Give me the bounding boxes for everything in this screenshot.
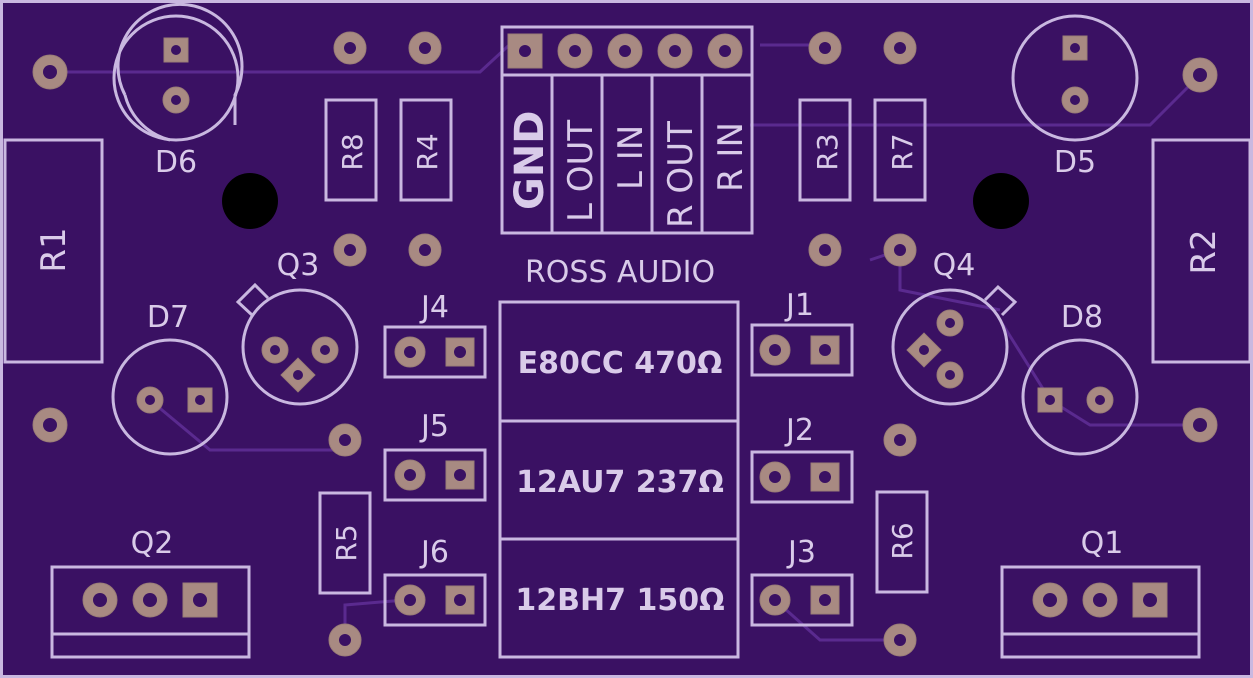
d7-label: D7 — [147, 300, 189, 335]
r8-r4-group: R8 R4 — [324, 31, 453, 267]
r5-resistor: R5 — [318, 423, 372, 657]
d5-label: D5 — [1054, 145, 1096, 180]
j1-jumper: J1 — [750, 288, 854, 377]
r4-label: R4 — [411, 133, 444, 170]
pin-gnd-label: GND — [507, 110, 553, 210]
r3-label: R3 — [811, 133, 844, 170]
d6-diode: D6 — [112, 2, 244, 180]
r2-label: R2 — [1184, 229, 1224, 274]
j6-label: J6 — [419, 535, 449, 570]
tube-row-1: E80CC 470Ω — [518, 346, 723, 381]
pin-rin-label: R IN — [711, 122, 751, 192]
q2-regulator: Q2 — [50, 526, 251, 659]
j4-jumper: J4 — [383, 290, 487, 379]
d7-diode: D7 — [111, 300, 229, 456]
r1-label: R1 — [34, 227, 74, 272]
r5-label: R5 — [330, 524, 363, 561]
j5-jumper: J5 — [383, 409, 487, 502]
mount-hole-left — [222, 173, 278, 229]
j6-jumper: J6 — [383, 535, 487, 627]
tube-row-3: 12BH7 150Ω — [515, 583, 724, 618]
pin-lout-label: L OUT — [561, 120, 601, 222]
q2-label: Q2 — [131, 526, 174, 561]
q4-label: Q4 — [933, 248, 976, 283]
d8-label: D8 — [1061, 300, 1103, 335]
pin-rout-label: R OUT — [661, 121, 701, 228]
d8-diode: D8 — [1021, 300, 1139, 456]
q1-regulator: Q1 — [1000, 526, 1201, 659]
r8-label: R8 — [336, 133, 369, 170]
brand-label: ROSS AUDIO — [525, 255, 715, 290]
d5-diode: D5 — [1011, 14, 1139, 180]
tube-row-2: 12AU7 237Ω — [516, 465, 724, 500]
q4-transistor: Q4 — [891, 248, 1018, 406]
j3-jumper: J3 — [750, 535, 854, 627]
j5-label: J5 — [419, 409, 449, 444]
io-connector: GND L OUT L IN R OUT R IN — [500, 25, 754, 235]
q3-transistor: Q3 — [235, 248, 359, 406]
r1-outline — [3, 138, 104, 364]
mount-hole-right — [973, 173, 1029, 229]
r6-resistor: R6 — [875, 423, 929, 657]
corner-pads — [32, 54, 1218, 443]
j1-label: J1 — [784, 288, 814, 323]
q3-label: Q3 — [277, 248, 320, 283]
j2-jumper: J2 — [750, 413, 854, 504]
r7-label: R7 — [886, 133, 919, 170]
j4-label: J4 — [419, 290, 449, 325]
j3-label: J3 — [786, 535, 816, 570]
r3-r7-group: R3 R7 — [798, 31, 927, 267]
tube-table: E80CC 470Ω 12AU7 237Ω 12BH7 150Ω — [498, 300, 740, 659]
d6-label: D6 — [155, 145, 197, 180]
r6-label: R6 — [886, 522, 919, 559]
pin-lin-label: L IN — [611, 125, 651, 190]
r2-outline — [1151, 138, 1252, 364]
q1-label: Q1 — [1081, 526, 1124, 561]
j2-label: J2 — [784, 413, 814, 448]
